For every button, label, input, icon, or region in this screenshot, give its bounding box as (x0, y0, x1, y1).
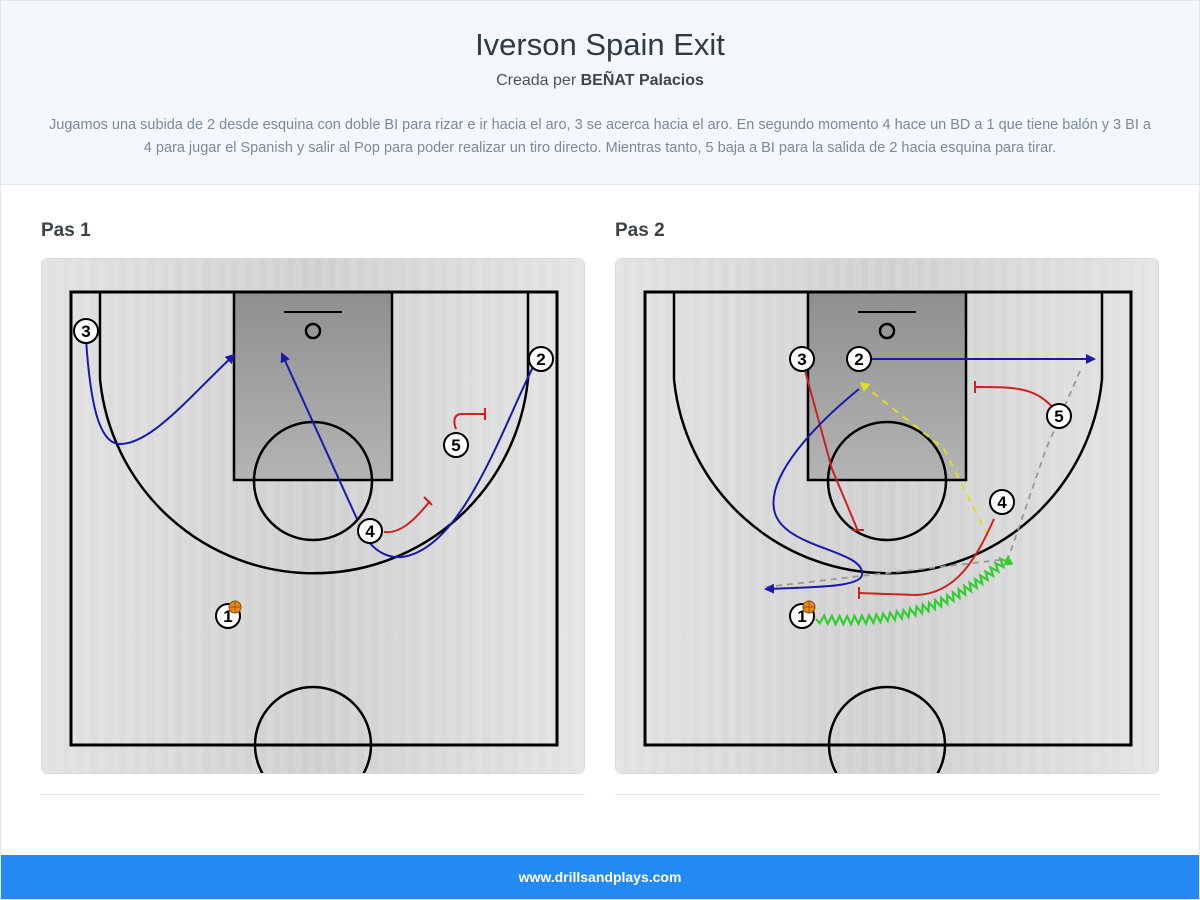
player-5: 5 (1046, 403, 1072, 429)
step-2-separator (615, 794, 1159, 795)
player-5-number: 5 (1054, 407, 1063, 426)
player-5: 5 (443, 432, 469, 458)
step-2-title: Pas 2 (615, 220, 665, 241)
step-1-court[interactable]: 3 2 5 4 1 (41, 258, 585, 774)
author-name: BEÑAT Palacios (580, 72, 704, 89)
player-4: 4 (989, 489, 1015, 515)
screen-3-line (803, 366, 859, 532)
step-1-title: Pas 1 (41, 220, 91, 241)
player-4: 4 (357, 518, 383, 544)
player-2: 2 (528, 346, 554, 372)
player-1: 1 (215, 600, 242, 629)
court-boundary (643, 290, 1133, 747)
player-2-number: 2 (536, 350, 545, 369)
player-1: 1 (789, 600, 816, 629)
player-2: 2 (846, 346, 872, 372)
screen-4-bar (423, 496, 433, 506)
dribble-1-line (815, 555, 1014, 627)
player-2-number: 2 (854, 350, 863, 369)
site-footer[interactable]: www.drillsandplays.com (1, 855, 1199, 899)
player-3-number: 3 (81, 322, 90, 341)
page-title: Iverson Spain Exit (475, 27, 725, 62)
center-circle (827, 685, 947, 773)
player-3-number: 3 (797, 350, 806, 369)
three-point-arc (98, 292, 530, 575)
pass-1-4-line (859, 381, 989, 537)
player-3: 3 (73, 318, 99, 344)
center-circle (253, 685, 373, 773)
player-1-number: 1 (797, 607, 806, 626)
cut-3-return-line (764, 388, 864, 594)
play-description: Jugamos una subida de 2 desde esquina co… (49, 117, 1151, 156)
player-5-number: 5 (451, 436, 460, 455)
screen-5-line (453, 413, 485, 430)
cut-4-line (280, 352, 358, 520)
court-boundary (69, 290, 559, 747)
hoop (304, 322, 322, 340)
screen-4-line (383, 500, 431, 534)
paint-area (806, 290, 968, 482)
play-header: Iverson Spain Exit Creada per BEÑAT Pala… (1, 1, 1199, 185)
player-1-number: 1 (223, 607, 232, 626)
screen-4-line (858, 518, 995, 597)
player-3: 3 (789, 346, 815, 372)
player-4-number: 4 (365, 522, 375, 541)
step-1-separator (41, 794, 585, 795)
cut-3-line (85, 338, 236, 446)
hoop (878, 322, 896, 340)
footer-link[interactable]: www.drillsandplays.com (518, 869, 682, 885)
fade-5-line (765, 370, 1081, 588)
screen-5-line (975, 386, 1057, 412)
cut-2-line (359, 366, 534, 559)
ball-icon (802, 600, 816, 614)
step-2-court[interactable]: 3 2 5 4 1 (615, 258, 1159, 774)
author-line: Creada per BEÑAT Palacios (1, 72, 1199, 90)
player-4-number: 4 (997, 493, 1007, 512)
step-2-court-svg: 3 2 5 4 1 (616, 259, 1158, 773)
paint-area (232, 290, 394, 482)
step-1-court-svg: 3 2 5 4 1 (42, 259, 584, 773)
free-throw-circle (826, 420, 948, 542)
ball-icon (228, 600, 242, 614)
author-prefix: Creada per (496, 72, 577, 89)
